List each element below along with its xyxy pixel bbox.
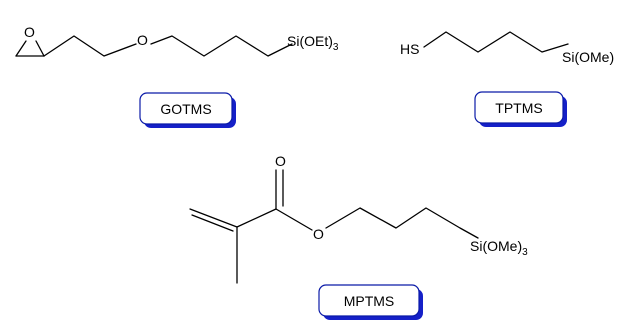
mptms-vinyl-bond — [189, 208, 238, 228]
mptms-ester-oxygen: O — [313, 226, 324, 242]
gotms-label-box — [139, 92, 233, 125]
tptms-thiol-group: HS — [400, 41, 419, 57]
gotms-silyl-group: Si(OEt)3 — [287, 33, 339, 53]
tptms-silyl-group: Si(OMe) — [562, 49, 614, 65]
mptms-label-box — [318, 284, 420, 317]
gotms-ether-oxygen: O — [137, 32, 148, 48]
gotms-chain-2 — [150, 35, 293, 57]
mptms-structure: O O Si(OMe)3 — [189, 153, 528, 284]
gotms-label-text: GOTMS — [160, 101, 211, 117]
gotms-label: GOTMS — [139, 92, 236, 128]
mptms-silyl-group: Si(OMe)3 — [470, 238, 528, 258]
tptms-label-box — [474, 91, 564, 124]
tptms-structure: HS Si(OMe) — [400, 31, 614, 65]
tptms-chain — [423, 31, 569, 53]
gotms-epoxide-oxygen: O — [24, 24, 35, 40]
mptms-alpha-bond — [236, 208, 277, 228]
epoxide-bond-o-c — [35, 40, 45, 57]
tptms-label: TPTMS — [474, 91, 567, 127]
mptms-ester-bond — [275, 208, 313, 231]
mptms-label-text: MPTMS — [344, 293, 395, 309]
mptms-carbonyl-oxygen: O — [275, 153, 286, 169]
mptms-label: MPTMS — [318, 284, 423, 320]
gotms-structure: O O Si(OEt)3 — [15, 24, 339, 57]
tptms-label-text: TPTMS — [495, 100, 542, 116]
epoxide-bond-c-o — [15, 40, 27, 57]
gotms-chain-1 — [43, 35, 137, 57]
mptms-vinyl-double — [191, 214, 234, 232]
mptms-chain — [325, 207, 479, 239]
